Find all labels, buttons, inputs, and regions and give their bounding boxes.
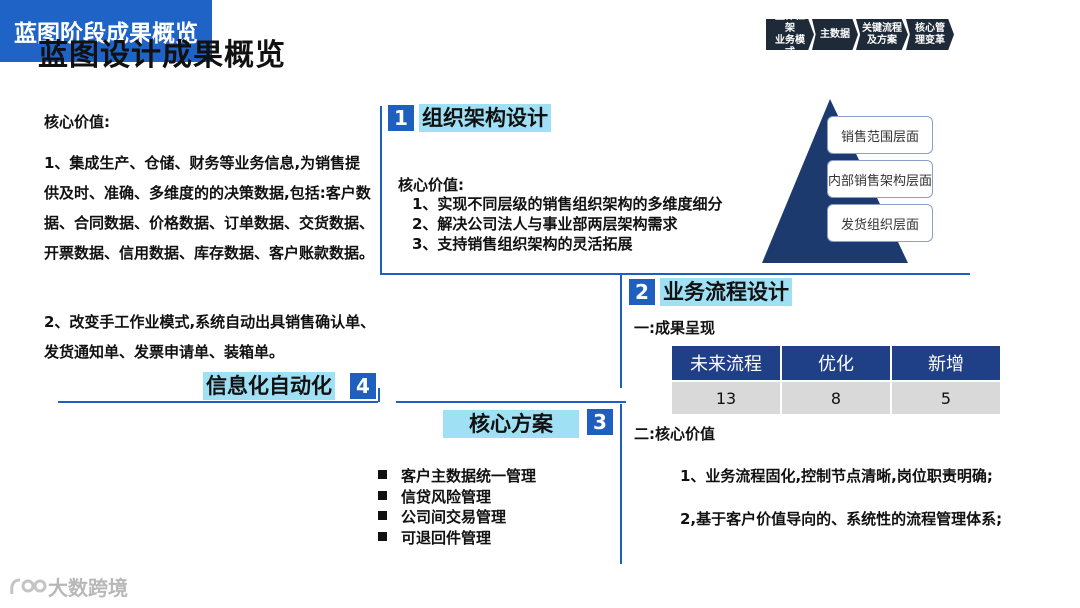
process-step-label: 核心管 理变革 xyxy=(915,22,945,46)
bullet-square-icon xyxy=(378,470,387,479)
section3-heading: 核心方案 xyxy=(443,410,579,438)
bullet-square-icon xyxy=(378,531,387,541)
section3-list: 客户主数据统一管理 信贷风险管理 公司间交易管理 可退回件管理 xyxy=(378,466,536,548)
table-header-row: 未来流程 优化 新增 xyxy=(672,346,1000,380)
list-item: 信贷风险管理 xyxy=(378,487,536,508)
table-cell-optimized: 8 xyxy=(782,380,890,414)
list-item-label: 信贷风险管理 xyxy=(401,487,492,506)
divider-line xyxy=(58,401,378,403)
process-step-label: 主数据 xyxy=(820,28,850,40)
section1-item: 1、实现不同层级的销售组织架构的多维度细分 xyxy=(412,195,723,213)
table-cell-new: 5 xyxy=(892,380,1000,414)
section1-item: 3、支持销售组织架构的灵活拓展 xyxy=(412,235,633,253)
process-step-management: 核心管 理变革 xyxy=(906,19,954,50)
pyramid-layer: 销售范围层面 xyxy=(827,116,933,154)
center-summary-box: 蓝图阶段成果概览 xyxy=(0,0,212,62)
divider-line xyxy=(620,273,970,275)
section4-value-label: 核心价值: xyxy=(44,113,110,131)
section1-value-label: 核心价值: xyxy=(398,176,464,194)
section4-number-badge: 4 xyxy=(350,373,376,399)
process-step-label: 关键流程 及方案 xyxy=(862,22,902,46)
process-stats-table: 未来流程 优化 新增 13 8 5 xyxy=(670,346,1002,414)
process-step-master-data: 主数据 xyxy=(812,19,858,50)
list-item-label: 可退回件管理 xyxy=(401,528,492,547)
table-header-future: 未来流程 xyxy=(672,346,780,380)
section4-paragraph-1: 1、集成生产、仓储、财务等业务信息,为销售提供及时、准确、多维度的的决策数据,包… xyxy=(44,154,375,262)
divider-line xyxy=(396,401,626,403)
list-item: 客户主数据统一管理 xyxy=(378,466,536,487)
section1-item: 2、解决公司法人与事业部两层架构需求 xyxy=(412,215,678,233)
section2-result-label: 一:成果呈现 xyxy=(634,319,715,337)
section2-heading: 业务流程设计 xyxy=(660,278,792,306)
page-title: 蓝图设计成果概览 xyxy=(38,38,286,73)
table-cell-future: 13 xyxy=(672,380,780,414)
divider-line xyxy=(380,273,620,275)
divider-line xyxy=(378,388,380,402)
list-item-label: 公司间交易管理 xyxy=(401,508,507,526)
list-item: 可退回件管理 xyxy=(378,528,536,549)
section3-number-badge: 3 xyxy=(587,409,613,435)
section4-heading: 信息化自动化 xyxy=(203,372,335,400)
section1-heading: 组织架构设计 xyxy=(419,104,551,132)
section4-paragraph-2: 2、改变手工作业模式,系统自动出具销售确认单、发货通知单、发票申请单、装箱单。 xyxy=(44,313,376,361)
section2-number-badge: 2 xyxy=(629,279,655,305)
process-step-key-process: 关键流程 及方案 xyxy=(856,19,908,50)
bullet-square-icon xyxy=(378,490,387,500)
section2-item: 1、业务流程固化,控制节点清晰,岗位职责明确; xyxy=(680,467,993,485)
process-step-framework: 整体框架 业务模式 xyxy=(766,19,814,50)
pyramid-layer: 发货组织层面 xyxy=(827,204,933,242)
section2-item: 2,基于客户价值导向的、系统性的流程管理体系; xyxy=(680,510,1003,528)
list-item: 公司间交易管理 xyxy=(378,507,536,528)
divider-line xyxy=(620,404,622,564)
watermark-text: 大数跨境 xyxy=(48,576,128,600)
list-item-label: 客户主数据统一管理 xyxy=(401,467,537,485)
logo-icon xyxy=(10,578,47,594)
section1-number-badge: 1 xyxy=(388,105,414,131)
watermark-logo: 大数跨境 xyxy=(8,572,128,601)
table-header-optimized: 优化 xyxy=(782,346,890,380)
process-step-label: 整体框架 业务模式 xyxy=(775,10,805,58)
pyramid-layer: 内部销售架构层面 xyxy=(827,160,933,198)
divider-line xyxy=(620,273,622,388)
section2-value-label: 二:核心价值 xyxy=(634,425,715,443)
bullet-square-icon xyxy=(378,511,387,520)
table-row: 13 8 5 xyxy=(672,380,1000,414)
table-header-new: 新增 xyxy=(892,346,1000,380)
divider-line xyxy=(380,106,382,274)
